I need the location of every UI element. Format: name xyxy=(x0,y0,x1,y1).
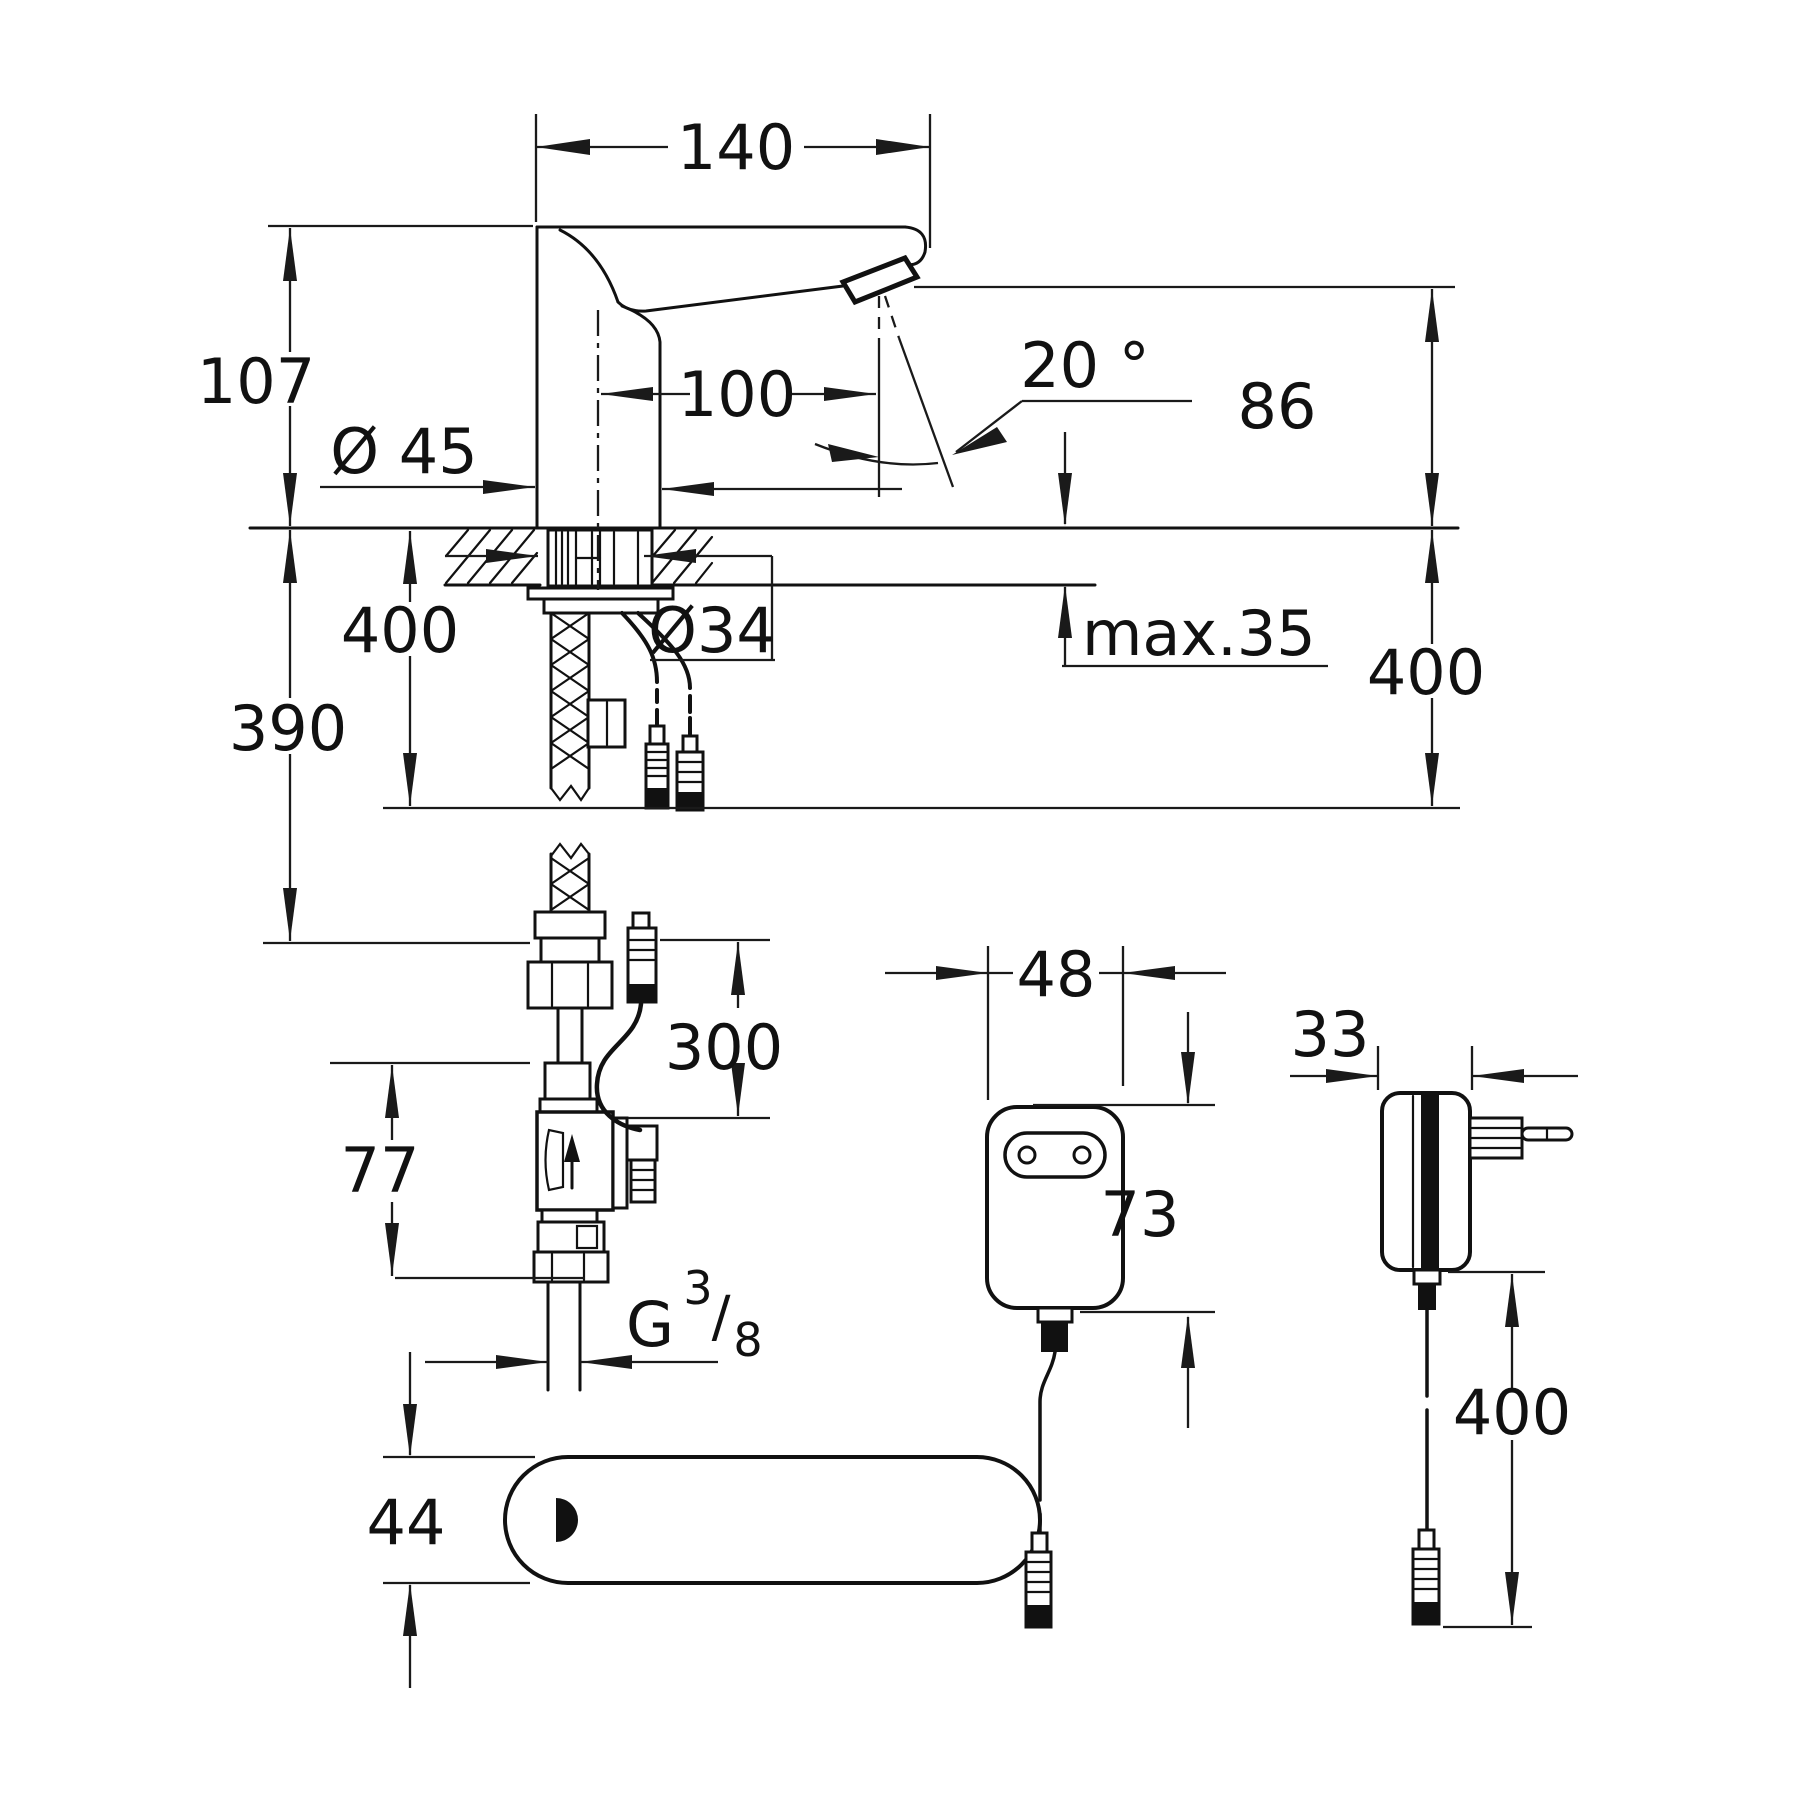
connection-cables xyxy=(620,611,705,812)
dim-outlet-height: 86 xyxy=(914,285,1455,526)
dim-psu-depth: 33 xyxy=(1290,998,1578,1090)
dim-top-width: 140 xyxy=(534,111,932,248)
plug-pin xyxy=(1468,1116,1574,1160)
thread-g-label: G xyxy=(626,1288,674,1361)
dim-spout-reach: 100 xyxy=(596,310,876,590)
thread-numerator-label: 3 xyxy=(683,1261,712,1315)
dim-below-deck-total: 390 xyxy=(229,530,530,945)
supply-hose-upper xyxy=(549,611,627,802)
counter-section xyxy=(248,526,1460,587)
dim-107-label: 107 xyxy=(197,345,315,418)
dim-dia45-label: Ø 45 xyxy=(330,415,477,488)
aerator xyxy=(839,254,921,306)
dim-valve-height: 77 xyxy=(330,1061,585,1280)
dim-400-bottom-label: 400 xyxy=(1453,1376,1571,1449)
sensor-window-dot xyxy=(556,1498,578,1542)
flow-direction-arrow xyxy=(564,1134,580,1162)
dim-140-label: 140 xyxy=(677,111,795,184)
dim-hose-left: 400 xyxy=(341,531,459,806)
dim-hose-right: 400 xyxy=(1367,530,1485,806)
dim-33-label: 33 xyxy=(1291,998,1370,1071)
dim-20deg-label: 20 ° xyxy=(1020,329,1150,402)
supply-pipe xyxy=(546,1280,582,1392)
dim-400-left-label: 400 xyxy=(341,594,459,667)
dim-48-label: 48 xyxy=(1017,938,1096,1011)
dim-base-diameter: Ø 45 xyxy=(320,415,902,496)
dim-deck-thickness: max.35 xyxy=(1058,432,1328,670)
dim-44-label: 44 xyxy=(367,1486,446,1559)
dim-400-right-label: 400 xyxy=(1367,636,1485,709)
solenoid-valve xyxy=(532,1061,659,1284)
dim-spray-angle: 20 ° xyxy=(814,295,1192,497)
dim-390-label: 390 xyxy=(229,692,347,765)
euro-socket xyxy=(1003,1131,1107,1179)
dim-max35-label: max.35 xyxy=(1082,597,1316,670)
supply-hose-lower xyxy=(526,842,614,1065)
dim-psu-cable: 400 xyxy=(1443,1270,1571,1629)
mounting-shank xyxy=(526,528,675,615)
dim-77-label: 77 xyxy=(341,1134,420,1207)
dim-plate-width: 44 xyxy=(366,1352,535,1688)
thread-denominator-label: 8 xyxy=(733,1313,762,1367)
sensor-cable xyxy=(594,911,658,1133)
dim-thread: G 3 / 8 xyxy=(425,1261,763,1369)
escutcheon-plate xyxy=(503,1455,1042,1585)
faucet-body xyxy=(535,225,928,530)
dim-psu-width: 48 xyxy=(885,938,1226,1100)
dim-hole-diameter: Ø34 xyxy=(445,549,776,667)
dim-73-label: 73 xyxy=(1101,1178,1180,1251)
dim-height-above-deck: 107 xyxy=(197,224,533,526)
dim-300-label: 300 xyxy=(665,1011,783,1084)
power-supply-side-view xyxy=(1380,1091,1574,1626)
dim-86-label: 86 xyxy=(1238,370,1317,443)
power-supply-front-view xyxy=(985,1105,1125,1629)
dim-100-label: 100 xyxy=(678,358,796,431)
thread-slash-label: / xyxy=(712,1285,731,1350)
dim-psu-height: 73 xyxy=(1033,1012,1215,1428)
dim-dia34-label: Ø34 xyxy=(648,594,776,667)
dim-cable-length: 300 xyxy=(628,938,783,1120)
